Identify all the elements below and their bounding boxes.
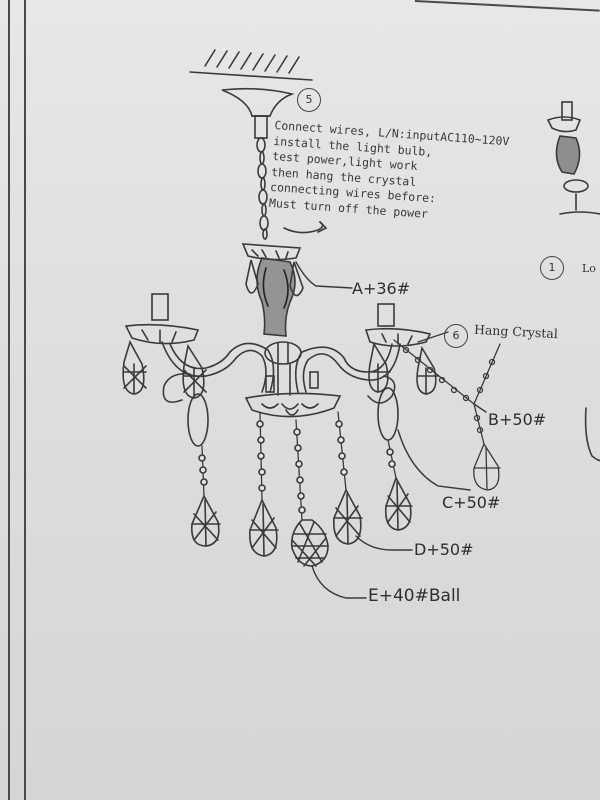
strand-beads [198, 420, 396, 514]
part-label-d: D+50# [414, 540, 474, 559]
page-border-inner [24, 0, 26, 800]
upper-crown [241, 243, 302, 261]
oval-right [377, 387, 399, 441]
crystal-ball [290, 519, 329, 567]
crown-drop-right [289, 261, 304, 297]
part-label-a: A+36# [352, 279, 411, 298]
right-candle [377, 303, 395, 327]
center-vase [256, 257, 296, 337]
part-label-c: C+50# [442, 493, 501, 512]
part-label-e: E+40#Ball [368, 586, 461, 606]
left-arm [161, 341, 267, 393]
canopy [221, 87, 295, 117]
step-1-label-partial: Lo [582, 262, 596, 275]
step-5-badge: 5 [297, 88, 321, 112]
page-border-outer [8, 0, 10, 800]
ceiling-mark [189, 49, 313, 81]
part-label-b: B+50# [488, 410, 547, 429]
step-6-badge: 6 [444, 324, 468, 348]
chain [256, 137, 269, 240]
oval-left [187, 393, 209, 447]
leader-lines [295, 261, 487, 599]
next-step-partial-fixture [546, 101, 600, 462]
step-5-instructions: Connect wires, L/N:inputAC110~120V insta… [269, 118, 510, 227]
step-1-badge: 1 [540, 256, 564, 280]
bottom-bowl [244, 392, 342, 418]
pendant-drops [190, 476, 413, 557]
rotate-arrow [283, 221, 324, 234]
crown-drop-left [245, 259, 259, 294]
hang-crystal-chain [393, 339, 501, 491]
left-candle [151, 293, 169, 321]
right-arm [302, 343, 401, 393]
